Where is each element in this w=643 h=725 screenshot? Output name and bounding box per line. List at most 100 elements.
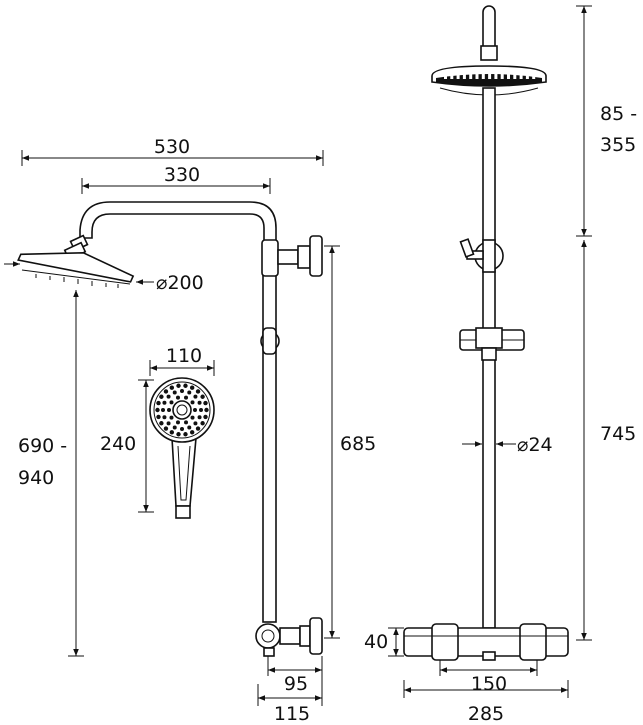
- label-745: 745: [600, 423, 636, 445]
- dim-riser-height: 685: [324, 245, 376, 639]
- nozzle-dot: [184, 395, 189, 400]
- nozzle-dot: [175, 420, 180, 425]
- label-685: 685: [340, 433, 376, 455]
- label-head-diameter: ⌀200: [156, 272, 204, 294]
- nozzle-dot: [172, 390, 177, 395]
- nozzle-dot: [169, 415, 174, 420]
- dim-head-height: 690 - 940: [18, 290, 84, 657]
- handset-nozzles: [155, 383, 209, 437]
- label-240: 240: [100, 433, 136, 455]
- nozzle-dot: [163, 389, 169, 394]
- label-330: 330: [164, 164, 200, 186]
- label-150: 150: [471, 673, 507, 695]
- nozzle-dot: [166, 421, 171, 426]
- nozzle-dot: [204, 407, 209, 413]
- front-nozzle: [507, 74, 510, 79]
- overhead-shower-head-side: [17, 251, 135, 288]
- label-355: 355: [600, 134, 636, 156]
- front-nozzle: [525, 74, 529, 79]
- nozzle-dot: [199, 408, 203, 412]
- front-nozzle: [500, 74, 504, 79]
- nozzle-dot: [197, 400, 202, 405]
- nozzle-dot: [187, 425, 192, 430]
- nozzle-dot: [193, 421, 198, 426]
- front-nozzle: [444, 74, 447, 79]
- nozzle-dot: [193, 394, 198, 399]
- thermostatic-valve: [403, 623, 569, 661]
- nozzle-dot: [189, 385, 195, 390]
- shower-arm: [79, 201, 277, 247]
- nozzle-dot: [195, 426, 201, 431]
- front-nozzle: [519, 74, 523, 79]
- nozzle-dot: [200, 421, 205, 426]
- dim-wall-offset-115: 115: [257, 684, 322, 725]
- dim-rail-length: 745: [576, 240, 636, 641]
- dim-valve-width: 285: [403, 680, 569, 725]
- lower-wall-connector: [255, 617, 323, 657]
- dim-wall-offset-95: 95: [267, 656, 323, 706]
- nozzle-dot: [197, 415, 202, 420]
- nozzle-dot: [155, 407, 160, 413]
- handset-view: 110 240: [100, 345, 215, 519]
- nozzle-dot: [175, 395, 180, 400]
- nozzle-dot: [159, 421, 164, 426]
- nozzle-dot: [184, 420, 189, 425]
- front-nozzle: [469, 74, 473, 79]
- overhead-shower-head-front: [431, 65, 547, 96]
- front-nozzle: [475, 74, 479, 79]
- nozzle-dot: [190, 415, 195, 420]
- nozzle-dot: [190, 400, 195, 405]
- front-view: 85 - 355 ⌀24 745: [364, 5, 637, 725]
- nozzle-dot: [172, 425, 177, 430]
- label-110: 110: [166, 345, 202, 367]
- label-115: 115: [274, 703, 310, 725]
- label-690: 690 -: [18, 435, 67, 457]
- nozzle-dot: [203, 414, 208, 420]
- dim-head-adjust: 85 - 355: [576, 5, 637, 237]
- front-nozzle: [462, 74, 466, 79]
- nozzle-dot: [176, 432, 181, 437]
- nozzle-dot: [180, 427, 184, 431]
- label-530: 530: [154, 136, 190, 158]
- nozzle-dot: [163, 426, 169, 431]
- nozzle-dot: [180, 389, 184, 393]
- nozzle-dot: [183, 432, 188, 437]
- front-nozzle: [450, 74, 454, 79]
- nozzle-dot: [169, 400, 174, 405]
- front-nozzle: [513, 74, 517, 79]
- front-nozzle: [488, 74, 492, 79]
- slider-bracket: [459, 327, 525, 361]
- dim-valve-height: 40: [364, 627, 404, 657]
- nozzle-dot: [193, 408, 197, 412]
- handset-body: [171, 437, 197, 507]
- nozzle-dot: [169, 385, 175, 390]
- nozzle-dot: [156, 414, 161, 420]
- nozzle-dot: [189, 430, 195, 435]
- nozzle-dot: [203, 400, 208, 406]
- nozzle-dot: [167, 408, 171, 412]
- nozzle-dot: [169, 430, 175, 435]
- riser-pipe: [262, 245, 277, 623]
- dim-overall-projection: 530: [21, 136, 324, 166]
- nozzle-dot: [195, 389, 201, 394]
- nozzle-dot: [187, 390, 192, 395]
- label-40: 40: [364, 631, 388, 653]
- side-view: 530 330 ⌀200: [4, 136, 376, 725]
- label-pipe-diameter: ⌀24: [517, 434, 553, 456]
- nozzle-dot: [166, 394, 171, 399]
- front-nozzle: [481, 74, 485, 79]
- nozzle-dot: [176, 383, 181, 388]
- nozzle-dot: [183, 383, 188, 388]
- nozzle-dot: [162, 400, 167, 405]
- nozzle-dot: [159, 394, 164, 399]
- nozzle-dot: [162, 415, 167, 420]
- front-nozzle: [532, 74, 536, 79]
- label-940: 940: [18, 467, 54, 489]
- label-95: 95: [284, 673, 308, 695]
- label-85: 85 -: [600, 103, 637, 125]
- front-nozzle: [456, 74, 460, 79]
- label-285: 285: [468, 703, 504, 725]
- nozzle-dot: [156, 400, 161, 406]
- nozzle-dot: [161, 408, 165, 412]
- nozzle-dot: [200, 394, 205, 399]
